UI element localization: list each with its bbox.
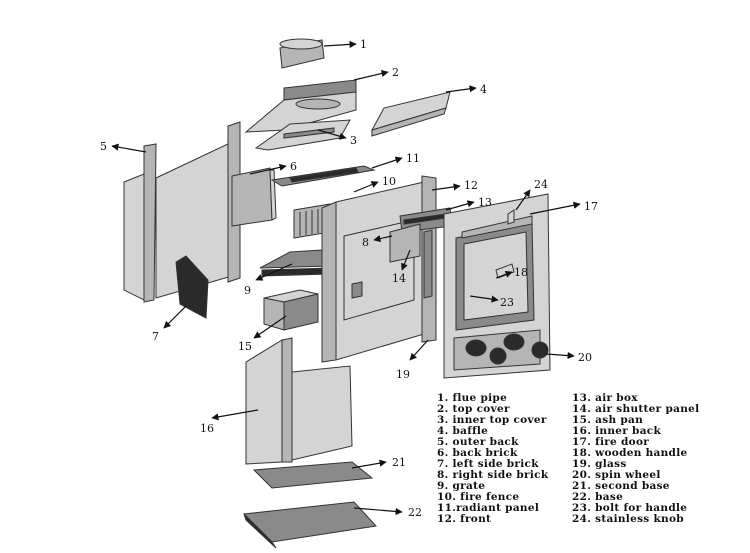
legend-item-20: 20. spin wheel [572,469,661,481]
callout-13: 13 [478,196,492,209]
part-top-cover [244,79,357,133]
part-ash-pan [263,289,319,331]
callout-19: 19 [396,368,410,381]
legend-item-5: 5. outer back [437,436,519,448]
callout-5: 5 [100,140,107,153]
callout-22: 22 [408,506,422,519]
legend-item-9: 9. grate [437,480,486,492]
legend-item-21: 21. second base [572,480,670,492]
callout-24: 24 [534,178,548,191]
callout-21: 21 [392,456,406,469]
legend-item-4: 4. baffle [437,425,489,437]
part-left-side-brick [175,255,209,319]
part-air-shutter-panel [423,229,433,299]
legend-item-1: 1. flue pipe [437,392,508,404]
callout-1: 1 [360,38,367,51]
legend-item-19: 19. glass [572,458,627,470]
callout-20: 20 [578,351,592,364]
legend-item-11: 11.radiant panel [437,502,540,514]
part-flue-pipe [279,38,325,69]
legend-item-6: 6. back brick [437,447,518,459]
callout-8: 8 [362,236,369,249]
callout-15: 15 [238,340,252,353]
callout-12: 12 [464,179,478,192]
callout-11: 11 [406,152,420,165]
part-fire-door [443,193,551,379]
part-stainless-knob [507,209,515,225]
legend-item-18: 18. wooden handle [572,447,688,459]
legend-item-13: 13. air box [572,392,638,404]
legend-item-15: 15. ash pan [572,414,644,426]
leader-lines [111,40,581,516]
legend-item-12: 12. front [437,513,492,525]
legend-item-14: 14. air shutter panel [572,403,700,415]
callout-numbers: 1 2 3 4 5 6 7 8 9 10 11 12 13 14 15 16 1… [100,38,598,519]
callout-16: 16 [200,422,214,435]
legend-item-17: 17. fire door [572,436,650,448]
part-front [321,175,437,363]
legend-item-3: 3. inner top cover [437,414,547,426]
part-spin-wheel [489,341,549,365]
part-outer-back [123,121,241,303]
legend-item-7: 7. left side brick [437,458,539,470]
part-baffle [370,91,451,137]
part-right-side-brick [389,223,421,263]
part-radiant-panel [270,165,376,187]
callout-2: 2 [392,66,399,79]
legend-item-23: 23. bolt for handle [572,502,688,514]
part-second-base [252,461,374,489]
legend-item-10: 10. fire fence [437,491,520,503]
callout-6: 6 [290,160,297,173]
legend-item-24: 24. stainless knob [572,513,684,525]
legend-item-16: 16. inner back [572,425,662,437]
callout-14: 14 [392,272,406,285]
callout-18: 18 [514,266,528,279]
part-inner-back [245,337,353,465]
callout-9: 9 [244,284,251,297]
part-back-brick [231,167,277,227]
legend-item-22: 22. base [572,491,624,503]
legend-item-2: 2. top cover [437,403,510,415]
part-base [242,501,378,549]
callout-10: 10 [382,175,396,188]
callout-23: 23 [500,296,514,309]
callout-7: 7 [152,330,159,343]
callout-4: 4 [480,83,487,96]
legend-item-8: 8. right side brick [437,469,549,481]
callout-3: 3 [350,134,357,147]
callout-17: 17 [584,200,598,213]
